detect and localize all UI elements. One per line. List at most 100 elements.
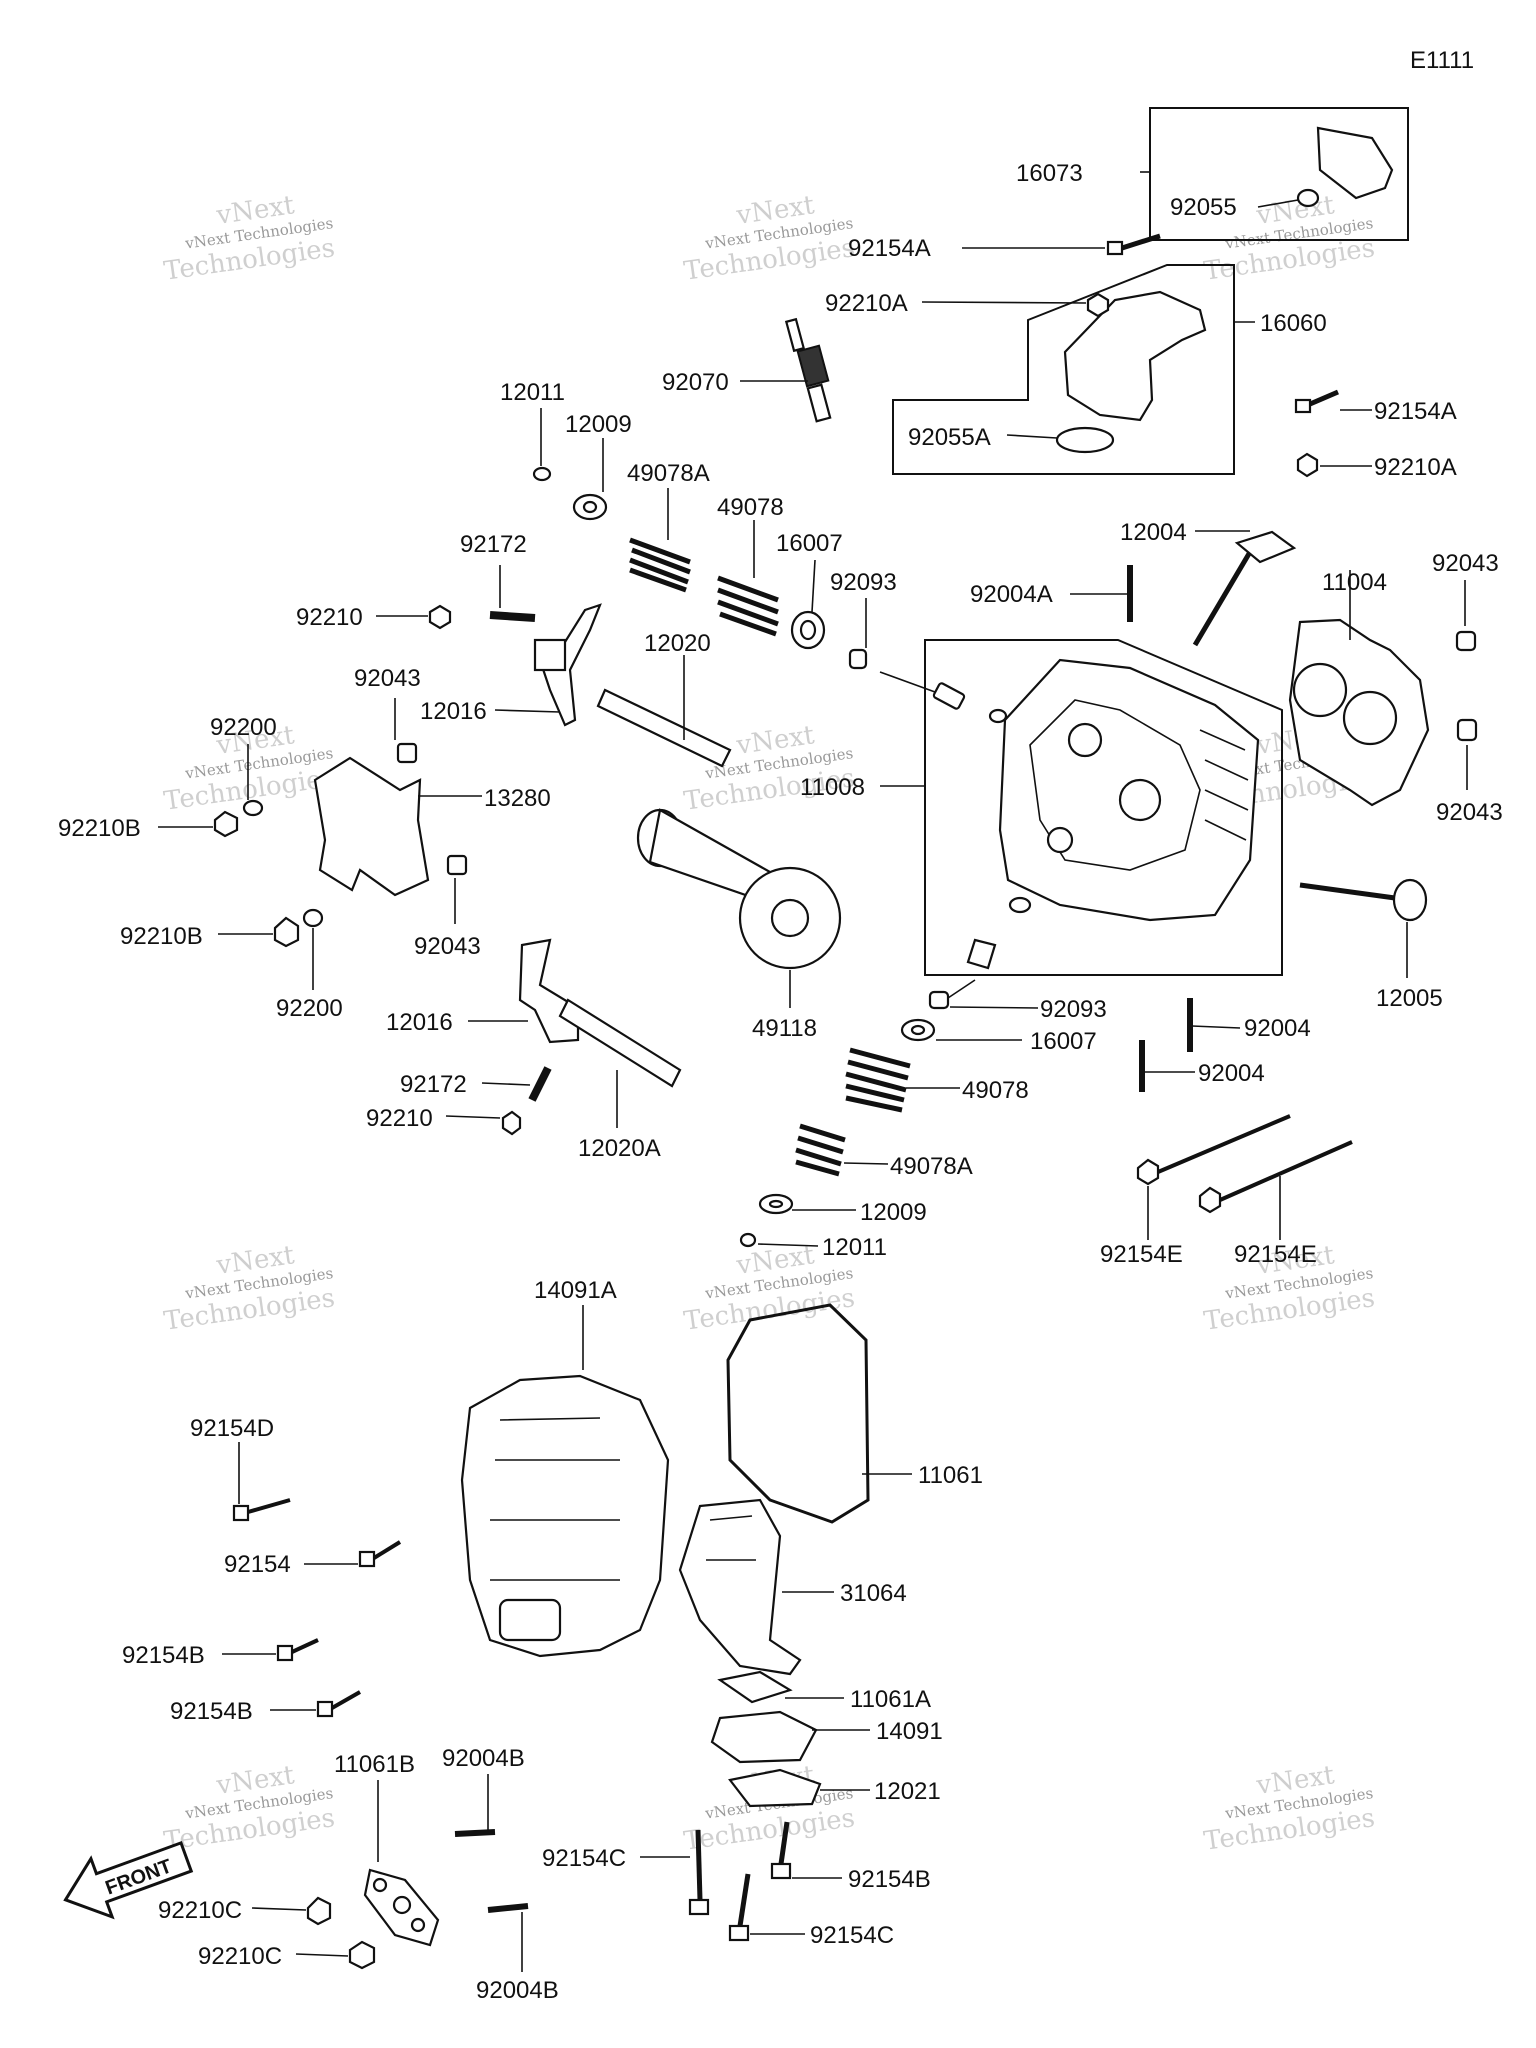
nut-92210-bottom[interactable] [501, 1110, 522, 1136]
seat-16007-bottom[interactable] [900, 1018, 936, 1042]
bolt-92154E-right[interactable] [1198, 1140, 1353, 1214]
label-11061A[interactable]: 11061A [850, 1686, 931, 1713]
oring-92055A[interactable] [1055, 426, 1115, 454]
seal-92093-bottom[interactable] [928, 990, 950, 1010]
label-92070[interactable]: 92070 [662, 369, 729, 396]
spring-49078A-top[interactable] [629, 537, 691, 593]
rocker-holder-13280[interactable] [313, 756, 430, 897]
label-92154[interactable]: 92154 [224, 1551, 291, 1578]
label-12021[interactable]: 12021 [874, 1778, 941, 1805]
bolt-92154B-2[interactable] [316, 1690, 361, 1718]
label-92055[interactable]: 92055 [1170, 194, 1237, 221]
plate-12021[interactable] [728, 1768, 822, 1808]
valve-guide-lower[interactable] [966, 896, 1032, 970]
label-11004[interactable]: 11004 [1322, 569, 1387, 596]
bolt-92154A-right[interactable] [1294, 389, 1339, 414]
label-92093-1[interactable]: 92093 [830, 569, 897, 596]
label-92004B-2[interactable]: 92004B [476, 1977, 559, 2004]
label-92210C-1[interactable]: 92210C [158, 1897, 242, 1924]
label-16073[interactable]: 16073 [1016, 160, 1083, 187]
label-12005[interactable]: 12005 [1376, 985, 1443, 1012]
label-92154A-1[interactable]: 92154A [848, 235, 931, 262]
seal-92093-top[interactable] [848, 648, 868, 670]
label-92154C-1[interactable]: 92154C [542, 1845, 626, 1872]
label-92154D[interactable]: 92154D [190, 1415, 274, 1442]
label-12011-1[interactable]: 12011 [500, 379, 565, 406]
label-49078-2[interactable]: 49078 [962, 1077, 1029, 1104]
retainer-12009-bottom[interactable] [758, 1193, 794, 1215]
label-14091[interactable]: 14091 [876, 1718, 943, 1745]
label-92210A-2[interactable]: 92210A [1374, 454, 1457, 481]
label-92154E-2[interactable]: 92154E [1234, 1241, 1317, 1268]
intake-pipe-16060[interactable] [1063, 290, 1207, 422]
nut-92210B-top[interactable] [213, 810, 239, 838]
oring-92055[interactable] [1296, 188, 1320, 208]
label-92172-1[interactable]: 92172 [460, 531, 527, 558]
label-12011-2[interactable]: 12011 [822, 1234, 887, 1261]
nut-92210A-right[interactable] [1296, 452, 1319, 478]
label-31064[interactable]: 31064 [840, 1580, 907, 1607]
insulator-16073[interactable] [1316, 126, 1394, 200]
label-92210-2[interactable]: 92210 [366, 1105, 433, 1132]
dowel-92043-right-bottom[interactable] [1456, 718, 1478, 742]
label-92154B-2[interactable]: 92154B [170, 1698, 253, 1725]
label-92055A[interactable]: 92055A [908, 424, 991, 451]
label-12020A[interactable]: 12020A [578, 1135, 661, 1162]
camshaft-49118[interactable] [636, 808, 842, 970]
nut-92210-top[interactable] [428, 604, 452, 630]
label-92154B-1[interactable]: 92154B [122, 1642, 205, 1669]
label-11008[interactable]: 11008 [800, 774, 865, 801]
label-11061B[interactable]: 11061B [334, 1751, 415, 1778]
washer-92200-top[interactable] [242, 799, 264, 817]
nut-92210C-upper[interactable] [306, 1896, 332, 1926]
valve-guide-top-right[interactable] [932, 682, 1008, 724]
label-92043-1[interactable]: 92043 [1432, 550, 1499, 577]
stud-92004B-upper[interactable] [454, 1829, 496, 1837]
cotter-12011-bottom[interactable] [739, 1232, 757, 1248]
label-92200-2[interactable]: 92200 [276, 995, 343, 1022]
gasket-11061B[interactable] [363, 1868, 440, 1947]
label-13280[interactable]: 13280 [484, 785, 551, 812]
cotter-12011-top[interactable] [532, 466, 552, 482]
label-49118[interactable]: 49118 [752, 1015, 817, 1042]
bolt-92154B-3[interactable] [770, 1821, 792, 1880]
cover-14091[interactable] [710, 1710, 818, 1764]
bolt-92154C-2[interactable] [728, 1873, 751, 1942]
label-14091A[interactable]: 14091A [534, 1277, 617, 1304]
valve-12005[interactable] [1299, 878, 1428, 922]
spring-49078-bottom[interactable] [845, 1047, 911, 1113]
valve-12004[interactable] [1192, 530, 1297, 647]
label-12020[interactable]: 12020 [644, 630, 711, 657]
label-92210B-1[interactable]: 92210B [58, 815, 141, 842]
label-16060[interactable]: 16060 [1260, 310, 1327, 337]
label-16007-2[interactable]: 16007 [1030, 1028, 1097, 1055]
bolt-92154A-top[interactable] [1106, 233, 1161, 256]
retainer-12009-top[interactable] [572, 493, 608, 521]
label-12016-1[interactable]: 12016 [420, 698, 487, 725]
label-92043-4[interactable]: 92043 [414, 933, 481, 960]
label-49078-1[interactable]: 49078 [717, 494, 784, 521]
cylinder-head-11008[interactable] [998, 658, 1260, 922]
label-92210A-1[interactable]: 92210A [825, 290, 908, 317]
label-12009-1[interactable]: 12009 [565, 411, 632, 438]
label-16007-1[interactable]: 16007 [776, 530, 843, 557]
label-49078A-1[interactable]: 49078A [627, 460, 710, 487]
rocker-arm-12016-top[interactable] [533, 603, 602, 727]
gasket-11061A[interactable] [717, 1670, 793, 1704]
label-12016-2[interactable]: 12016 [386, 1009, 453, 1036]
head-cover-14091A[interactable] [460, 1374, 670, 1658]
label-92210C-2[interactable]: 92210C [198, 1943, 282, 1970]
label-92154C-2[interactable]: 92154C [810, 1922, 894, 1949]
label-92043-2[interactable]: 92043 [354, 665, 421, 692]
spring-49078-top[interactable] [717, 575, 779, 637]
bolt-92154E-left[interactable] [1136, 1114, 1291, 1186]
label-92154B-3[interactable]: 92154B [848, 1866, 931, 1893]
nut-92210A-top[interactable] [1086, 292, 1110, 318]
seat-16007-top[interactable] [790, 610, 826, 650]
rocker-arm-12016-bottom[interactable] [518, 938, 580, 1044]
label-49078A-2[interactable]: 49078A [890, 1153, 973, 1180]
shaft-12020A[interactable] [558, 998, 682, 1088]
breather-pipe-31064[interactable] [678, 1498, 802, 1676]
shaft-12020[interactable] [596, 688, 732, 768]
spark-plug-92070[interactable] [784, 317, 832, 423]
